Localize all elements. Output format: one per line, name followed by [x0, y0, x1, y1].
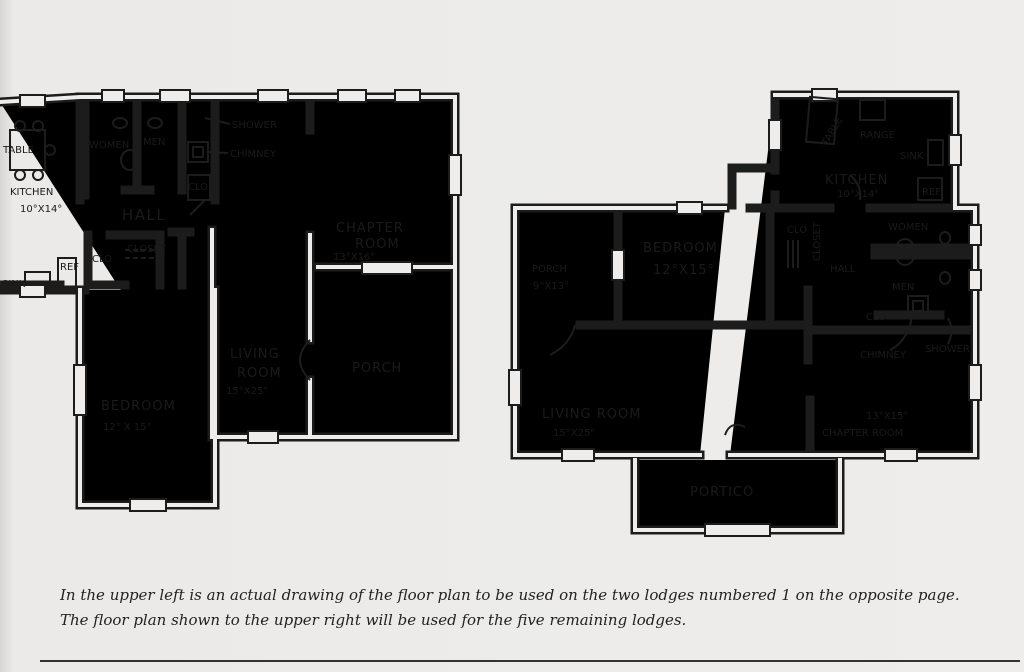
- label-r-porch-size: 9°X13°: [533, 281, 569, 292]
- label-porch: PORCH: [352, 361, 402, 376]
- label-chimney: CHIMNEY: [230, 149, 277, 160]
- label-r-range: RANGE: [860, 130, 895, 141]
- label-women: WOMEN: [89, 140, 129, 151]
- left-floor-plan: TABLE KITCHEN 10°X14° WOMEN MEN SHOWER C…: [0, 89, 462, 512]
- label-r-ref: REF: [922, 187, 941, 198]
- label-r-hall: HALL: [830, 264, 856, 275]
- label-chapter-room: ROOM: [355, 237, 400, 252]
- label-r-chimney: CHIMNEY: [860, 350, 907, 361]
- label-ref: REF: [60, 262, 79, 273]
- label-chapter: CHAPTER: [336, 221, 404, 236]
- label-living-room: ROOM: [237, 366, 282, 381]
- label-closet: CLOSET: [127, 244, 167, 255]
- label-bedroom: BEDROOM: [101, 399, 176, 414]
- label-r-kitchen-size: 10°X14°: [837, 189, 879, 200]
- label-bedroom-size: 12° X 15°: [103, 422, 152, 433]
- label-living-size: 15°X25°: [226, 386, 268, 397]
- label-r-chapter-size: 13°X15°: [866, 411, 908, 422]
- label-r-living-room: LIVING ROOM: [542, 407, 641, 422]
- label-living: LIVING: [230, 347, 280, 362]
- label-shower: SHOWER: [232, 120, 277, 131]
- label-kitchen: KITCHEN: [10, 187, 53, 198]
- divider-rule: [40, 660, 1020, 662]
- label-r-bedroom-size: 12°X15°: [653, 263, 715, 278]
- label-r-women: WOMEN: [888, 222, 928, 233]
- label-r-men: MEN: [892, 282, 914, 293]
- label-r-closet: CLOSET: [812, 221, 823, 261]
- floor-plans: TABLE KITCHEN 10°X14° WOMEN MEN SHOWER C…: [0, 88, 982, 537]
- label-clo-lower: CLO: [92, 254, 112, 265]
- label-r-porch: PORCH: [532, 264, 567, 275]
- label-men: MEN: [143, 137, 165, 148]
- label-clo-upper: CLO: [188, 182, 208, 193]
- label-r-chapter-room: CHAPTER ROOM: [822, 428, 903, 439]
- label-r-sink: SINK: [900, 151, 924, 162]
- label-r-bedroom: BEDROOM: [643, 241, 718, 256]
- label-sink: SINK: [2, 279, 26, 290]
- label-r-living-size: 15°X25°: [553, 428, 595, 439]
- label-hall: HALL: [122, 206, 166, 224]
- label-kitchen-size: 10°X14°: [20, 204, 62, 215]
- label-r-portico: PORTICO: [690, 485, 754, 500]
- figure-caption: In the upper left is an actual drawing o…: [60, 586, 960, 629]
- label-r-clo-upper: CLO: [787, 225, 807, 236]
- right-floor-plan: TABLE RANGE SINK KITCHEN 10°X14° REF BED…: [508, 88, 982, 537]
- label-r-clo-lower: CLO: [866, 312, 886, 323]
- label-table: TABLE: [2, 145, 34, 156]
- label-r-kitchen: KITCHEN: [825, 173, 888, 188]
- label-r-shower: SHOWER: [925, 344, 970, 355]
- label-chapter-size: 13°X16°: [333, 252, 375, 263]
